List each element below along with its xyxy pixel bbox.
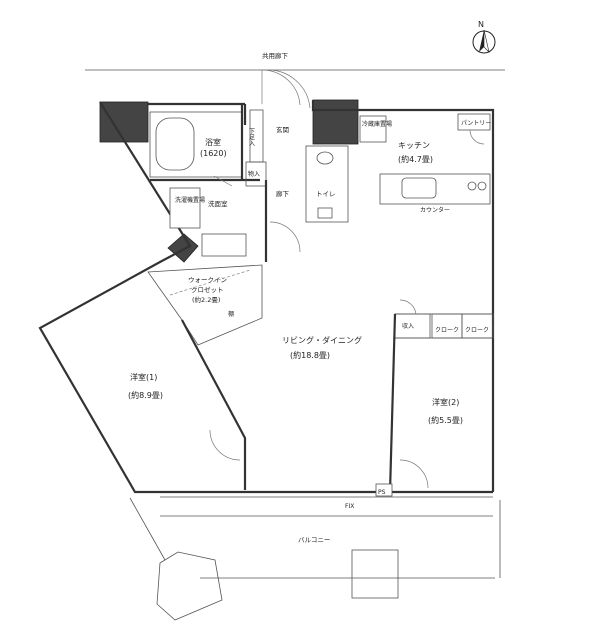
kitchen-size: (約4.7畳)	[398, 154, 433, 164]
fridge-space	[359, 115, 387, 143]
closet1	[431, 313, 463, 339]
north-label: N	[478, 20, 484, 29]
storage-small	[245, 161, 267, 187]
washer-space	[169, 187, 201, 229]
storage-small-label: 物入	[248, 170, 260, 178]
sink-icon	[401, 177, 437, 199]
bath-size: (1620)	[200, 149, 227, 158]
western2-door[interactable]	[399, 459, 429, 489]
kitchen-name: キッチン	[398, 141, 430, 150]
pantry	[457, 113, 491, 131]
ps-label: PS	[378, 489, 386, 496]
column-small	[167, 233, 199, 263]
column-top-center	[312, 99, 359, 145]
counter-label: カウンター	[420, 206, 450, 214]
wic-name2: クロゼット	[191, 285, 224, 294]
shelf-label: 棚	[228, 310, 234, 318]
western1-size: (約8.9畳)	[128, 390, 163, 400]
ps-box	[375, 483, 393, 497]
wic-size: (約2.2畳)	[192, 295, 220, 304]
toilet-icon	[316, 151, 334, 165]
column-balcony-left	[156, 551, 223, 621]
toilet-sink-icon	[317, 207, 333, 219]
washroom-label: 洗面室	[208, 199, 228, 208]
corridor-label: 共用廊下	[262, 51, 289, 60]
toilet-room	[305, 145, 349, 223]
western2-size: (約5.5畳)	[428, 415, 463, 425]
western1-name: 洋室(1)	[130, 372, 157, 382]
bathtub-icon	[155, 117, 195, 171]
washer-label: 洗濯機置場	[175, 196, 205, 204]
vanity-icon	[201, 233, 247, 257]
balcony-label: バルコニー	[298, 536, 330, 544]
north-arrow-icon	[472, 29, 496, 54]
entrance-label: 玄関	[276, 125, 289, 134]
bath-name: 浴室	[205, 137, 221, 147]
washroom-door[interactable]	[213, 175, 233, 187]
fix-label: FIX	[345, 503, 354, 510]
western1-door[interactable]	[209, 429, 241, 461]
western2-name: 洋室(2)	[432, 397, 459, 407]
shoe-closet-label: 下足入	[248, 128, 255, 146]
wic-name: ウォークイン	[188, 276, 227, 284]
walk-in-closet	[147, 264, 263, 346]
toilet-label: トイレ	[316, 190, 336, 198]
storage-label: 収入	[402, 323, 414, 330]
closet1-label: クローク	[435, 327, 459, 334]
stove-icon	[467, 181, 477, 191]
fridge-label: 冷蔵庫置場	[362, 120, 392, 128]
pantry-label: パントリー	[461, 120, 491, 127]
closet2	[461, 313, 494, 339]
column-balcony-center	[351, 549, 399, 599]
hallway-label: 廊下	[276, 189, 290, 198]
living-size: (約18.8畳)	[290, 350, 330, 360]
living-name: リビング・ダイニング	[282, 335, 362, 345]
closet2-label: クローク	[465, 327, 489, 334]
entrance-door[interactable]	[261, 69, 301, 106]
column-top-left	[99, 101, 149, 143]
hallway-door[interactable]	[269, 221, 301, 253]
